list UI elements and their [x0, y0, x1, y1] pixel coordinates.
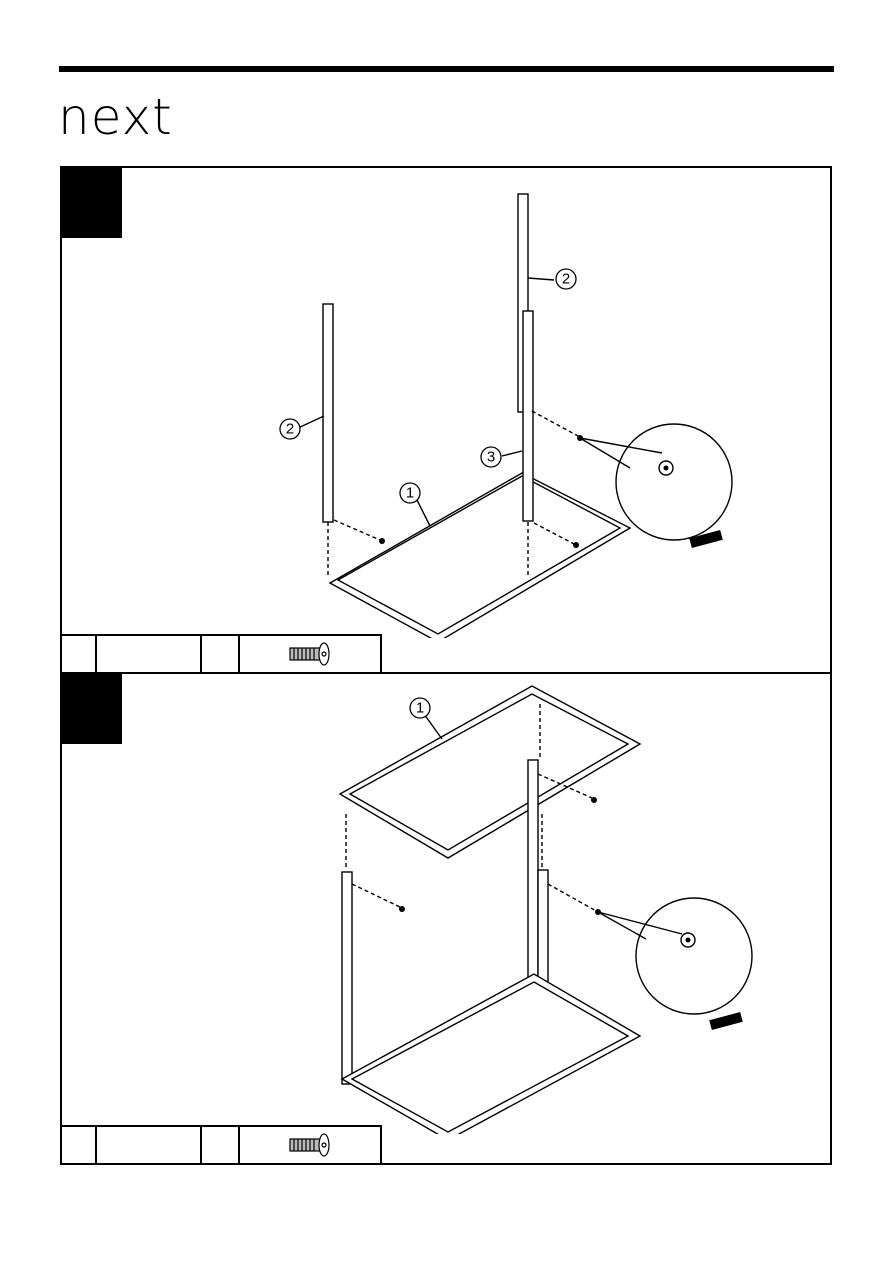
callout-label-2a: 2 [286, 421, 294, 438]
callout-label-1-step2: 1 [416, 700, 424, 717]
parts-desc-cell [97, 1127, 202, 1163]
leg-rear-2 [528, 760, 538, 978]
parts-image-cell [240, 636, 380, 672]
frame-base-1 [330, 473, 630, 638]
leg-left-1 [323, 304, 333, 522]
leg-right-front-1 [523, 311, 533, 521]
parts-image-cell [240, 1127, 380, 1163]
step-1-panel: 1 2 2 3 [60, 166, 832, 674]
parts-qty2-cell [202, 636, 240, 672]
step-2-diagram: 1 [62, 674, 830, 1134]
step-1-diagram: 1 2 2 3 [62, 168, 830, 638]
parts-desc-cell [97, 636, 202, 672]
detail-circle-1 [616, 424, 732, 540]
brand-logo: next [58, 92, 173, 142]
callout-label-2b: 2 [562, 271, 570, 288]
parts-qty-cell [62, 1127, 97, 1163]
frame-top-2 [340, 686, 640, 858]
parts-qty-cell [62, 636, 97, 672]
step-1-parts-row [62, 634, 382, 672]
step-2-panel: 1 [60, 672, 832, 1165]
callout-label-3: 3 [487, 449, 495, 466]
detail-circle-2 [636, 898, 752, 1014]
step-2-parts-row [62, 1125, 382, 1163]
parts-qty2-cell [202, 1127, 240, 1163]
bolt-icon [286, 1132, 334, 1158]
header-rule [59, 66, 834, 72]
callout-label-1: 1 [406, 485, 414, 502]
leg-left-2 [342, 872, 352, 1084]
bolt-icon [286, 641, 334, 667]
